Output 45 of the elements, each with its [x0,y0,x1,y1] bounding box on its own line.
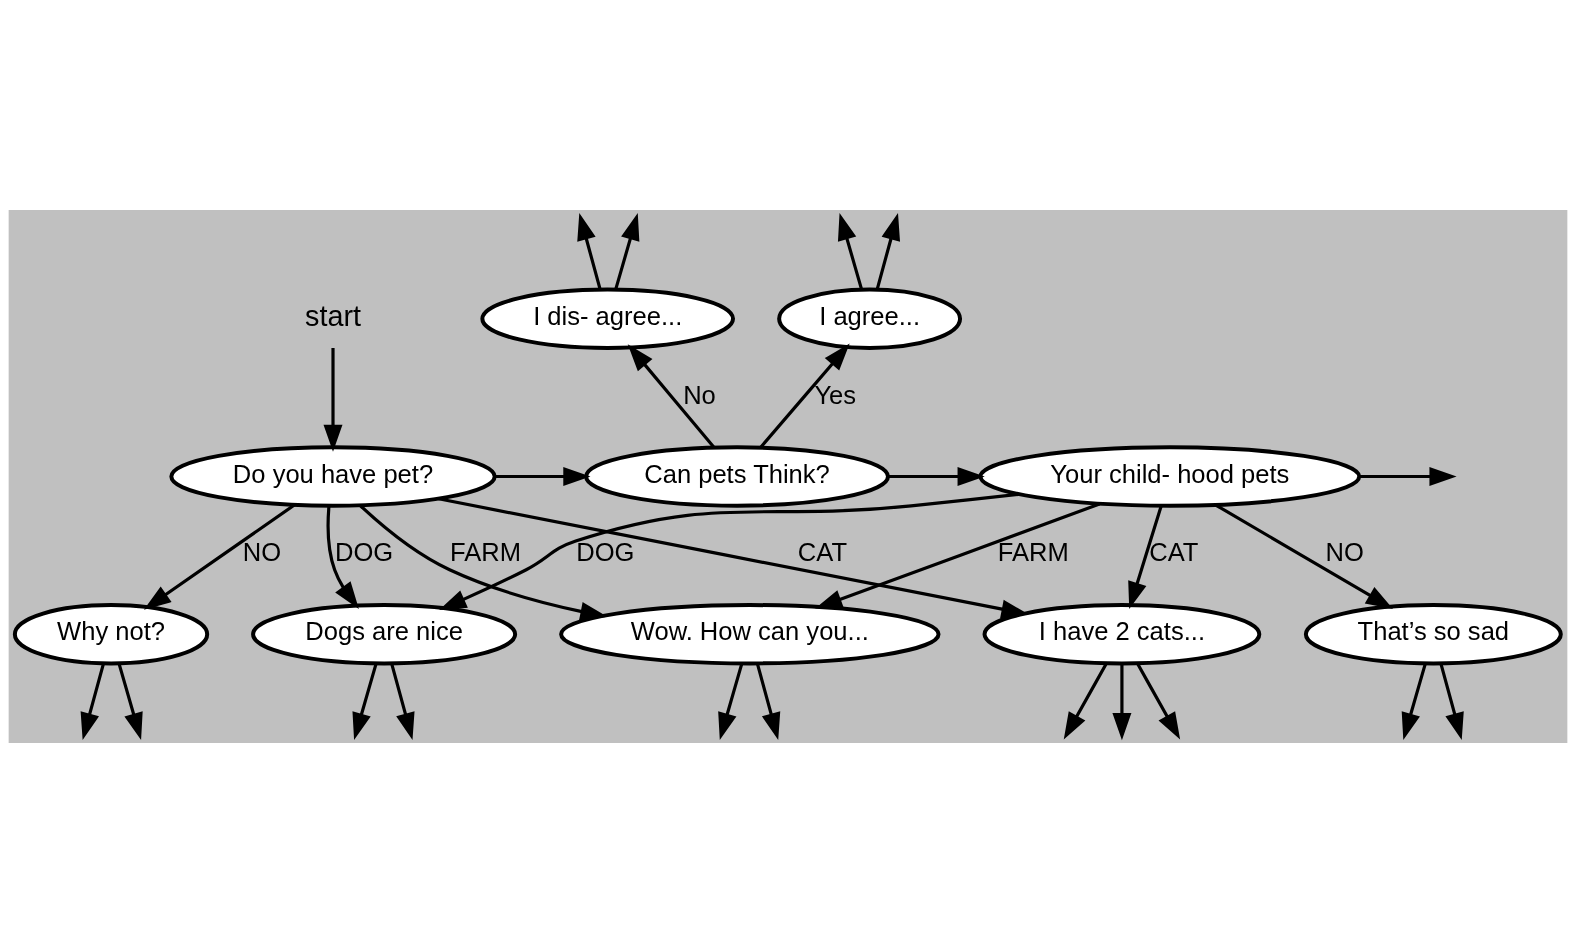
edge-label: No [683,380,716,409]
arrow [1136,662,1181,740]
node-ellipse: Do you have pet? [169,444,497,508]
edge-label: NO [1325,537,1364,566]
edge-label: DOG [576,537,635,566]
arrow [1439,662,1464,740]
node-ellipse: I have 2 cats... [982,602,1262,665]
node-ellipse: Your child- hood pets [978,444,1362,508]
node-ellipse: Can pets Think? [584,444,890,508]
edge-label: DOG [335,537,394,566]
arrow [627,343,715,448]
edge-label: NO [242,537,282,566]
edge-label: CAT [1149,537,1199,566]
arrow [1063,662,1108,740]
arrow [1128,505,1163,609]
node-ellipse: Why not? [12,602,210,665]
arrow [755,662,781,740]
arrow [718,662,744,740]
arrow [326,505,359,609]
arrow [614,212,640,290]
arrow [390,662,415,740]
arrow [143,503,296,610]
arrow [875,212,901,290]
arrow [1214,503,1393,609]
arrow [759,343,850,448]
arrow [837,212,864,290]
edge-label: FARM [450,537,521,566]
edge-label: Yes [814,380,857,409]
arrow [1401,662,1427,740]
arrow [117,662,143,740]
arrow [1112,663,1132,740]
arrow [352,662,378,740]
node-ellipse: That’s so sad [1303,602,1563,665]
node-text: start [305,299,361,332]
edge-label: FARM [997,537,1069,566]
arrow [577,212,602,290]
edge-label: CAT [797,537,848,566]
arrow [323,347,343,452]
arrow [494,466,591,486]
arrow [1359,466,1457,486]
node-ellipse: Dogs are nice [251,602,518,665]
node-ellipse: I agree... [777,287,963,350]
arrow [80,662,105,740]
arrow [888,466,985,486]
node-ellipse: I dis- agree... [480,287,735,350]
